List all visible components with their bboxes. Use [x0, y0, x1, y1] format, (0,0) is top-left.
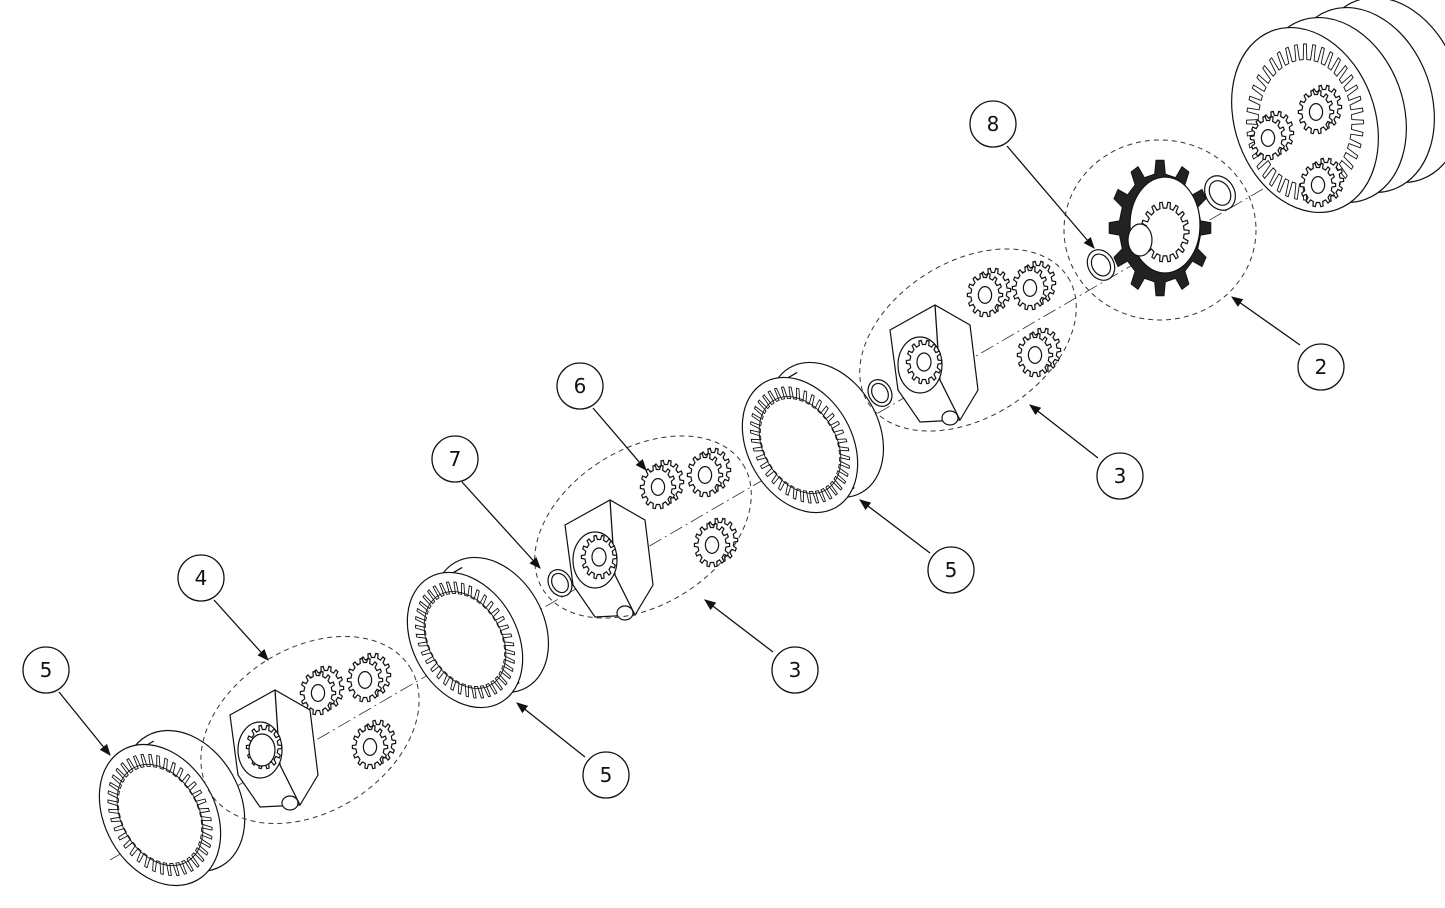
balloon-label: 2: [1315, 355, 1328, 379]
item-balloon-b6: 6: [556, 362, 604, 410]
parts-layer: [98, 0, 1445, 887]
washer-part-7: [547, 569, 573, 597]
balloon-label: 5: [945, 558, 958, 582]
housing-planet-gear-3: [1299, 157, 1345, 208]
leader-arrow: [516, 702, 586, 758]
planet-gear-upper-2: [1011, 260, 1057, 311]
planet-gear-middle-2: [686, 447, 732, 498]
washer-upper: [1204, 175, 1236, 211]
output-carrier-part-2: [1108, 159, 1212, 297]
planet-gear-lower-1: [299, 665, 345, 716]
group-outline-2: [1063, 139, 1257, 321]
leader-arrow: [58, 691, 111, 756]
leader-arrow: [1029, 404, 1099, 459]
balloon-label: 3: [789, 658, 802, 682]
balloon-label: 5: [600, 763, 613, 787]
group-outline-4: [200, 635, 420, 825]
balloon-label: 4: [195, 566, 208, 590]
balloon-label: 5: [40, 658, 53, 682]
washer-upper-stage: [867, 379, 893, 407]
planet-gear-middle-1: [639, 459, 685, 510]
item-balloon-b2: 2: [1297, 343, 1345, 391]
item-balloon-b5a: 5: [927, 546, 975, 594]
ring-gear-middle: [406, 556, 550, 709]
balloon-label: 6: [574, 374, 587, 398]
leader-lines: [58, 145, 1301, 758]
input-carrier-part-4: [229, 689, 319, 811]
planet-gear-lower-3: [351, 719, 397, 770]
leader-arrow: [1006, 145, 1095, 249]
planet-gear-lower-2: [346, 652, 392, 703]
housing-planet-gear-1: [1249, 110, 1295, 161]
group-outline-3-upper: [859, 248, 1077, 432]
item-balloon-b5c: 5: [582, 751, 630, 799]
item-balloon-b8: 8: [969, 100, 1017, 148]
planet-carrier-middle: [564, 499, 654, 621]
balloon-label: 8: [987, 112, 1000, 136]
item-balloon-b5b: 5: [22, 646, 70, 694]
planet-carrier-upper: [889, 304, 979, 426]
group-outline-3-lower: [534, 435, 752, 619]
balloon-label: 7: [449, 447, 462, 471]
washer-part-8: [1086, 249, 1116, 281]
balloon-label: 3: [1114, 464, 1127, 488]
balloons: 8 2 3 6 7 5 3 4 5 5: [22, 100, 1345, 799]
item-balloon-b4: 4: [177, 554, 225, 602]
item-balloon-b3a: 3: [1096, 452, 1144, 500]
planet-gear-upper-3: [1016, 327, 1062, 378]
item-balloon-b7: 7: [431, 435, 479, 483]
planet-gear-upper-1: [966, 267, 1012, 318]
ring-gear-upper: [741, 361, 885, 514]
leader-arrow: [859, 499, 931, 554]
leader-arrow: [592, 407, 647, 471]
planet-gear-middle-3: [693, 517, 739, 568]
ring-gear-lower: [98, 729, 246, 887]
leader-arrow: [704, 599, 774, 653]
leader-arrow: [1231, 296, 1301, 346]
leader-arrow: [213, 599, 269, 661]
item-balloon-b3b: 3: [771, 646, 819, 694]
housing-planet-gear-2: [1297, 84, 1343, 135]
leader-arrow: [461, 481, 541, 569]
